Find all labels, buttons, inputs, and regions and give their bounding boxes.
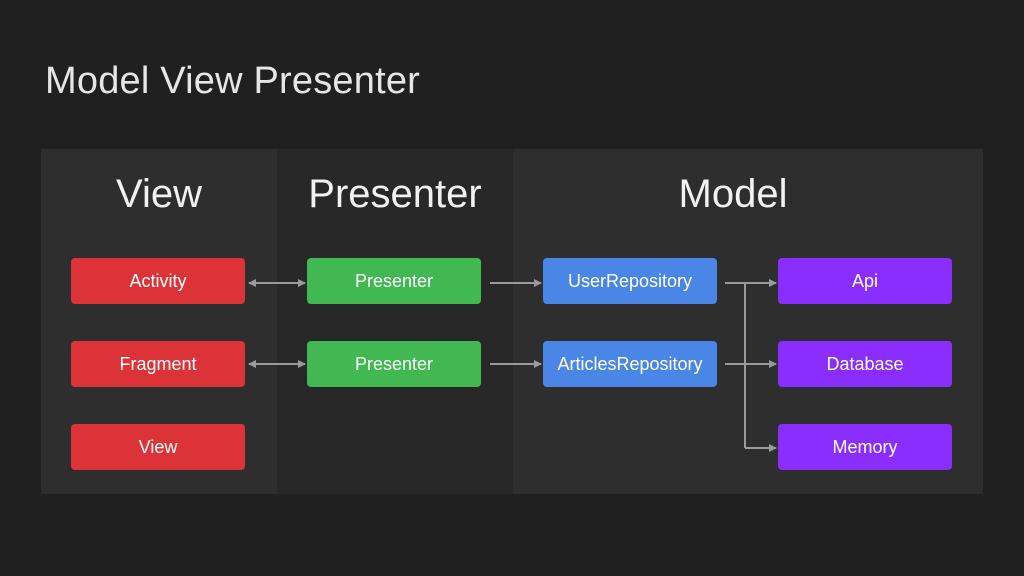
presenter-box-2: Presenter [307,341,481,387]
memory-box: Memory [778,424,952,470]
api-box: Api [778,258,952,304]
presenter-column-heading: Presenter [308,172,482,216]
articles-repository-box: ArticlesRepository [543,341,717,387]
fragment-box: Fragment [71,341,245,387]
presenter-box-1: Presenter [307,258,481,304]
database-box: Database [778,341,952,387]
model-column-heading: Model [678,172,788,216]
slide-title: Model View Presenter [45,60,421,102]
view-column-heading: View [116,172,202,216]
view-box: View [71,424,245,470]
activity-box: Activity [71,258,245,304]
user-repository-box: UserRepository [543,258,717,304]
presenter-panel [277,149,513,494]
